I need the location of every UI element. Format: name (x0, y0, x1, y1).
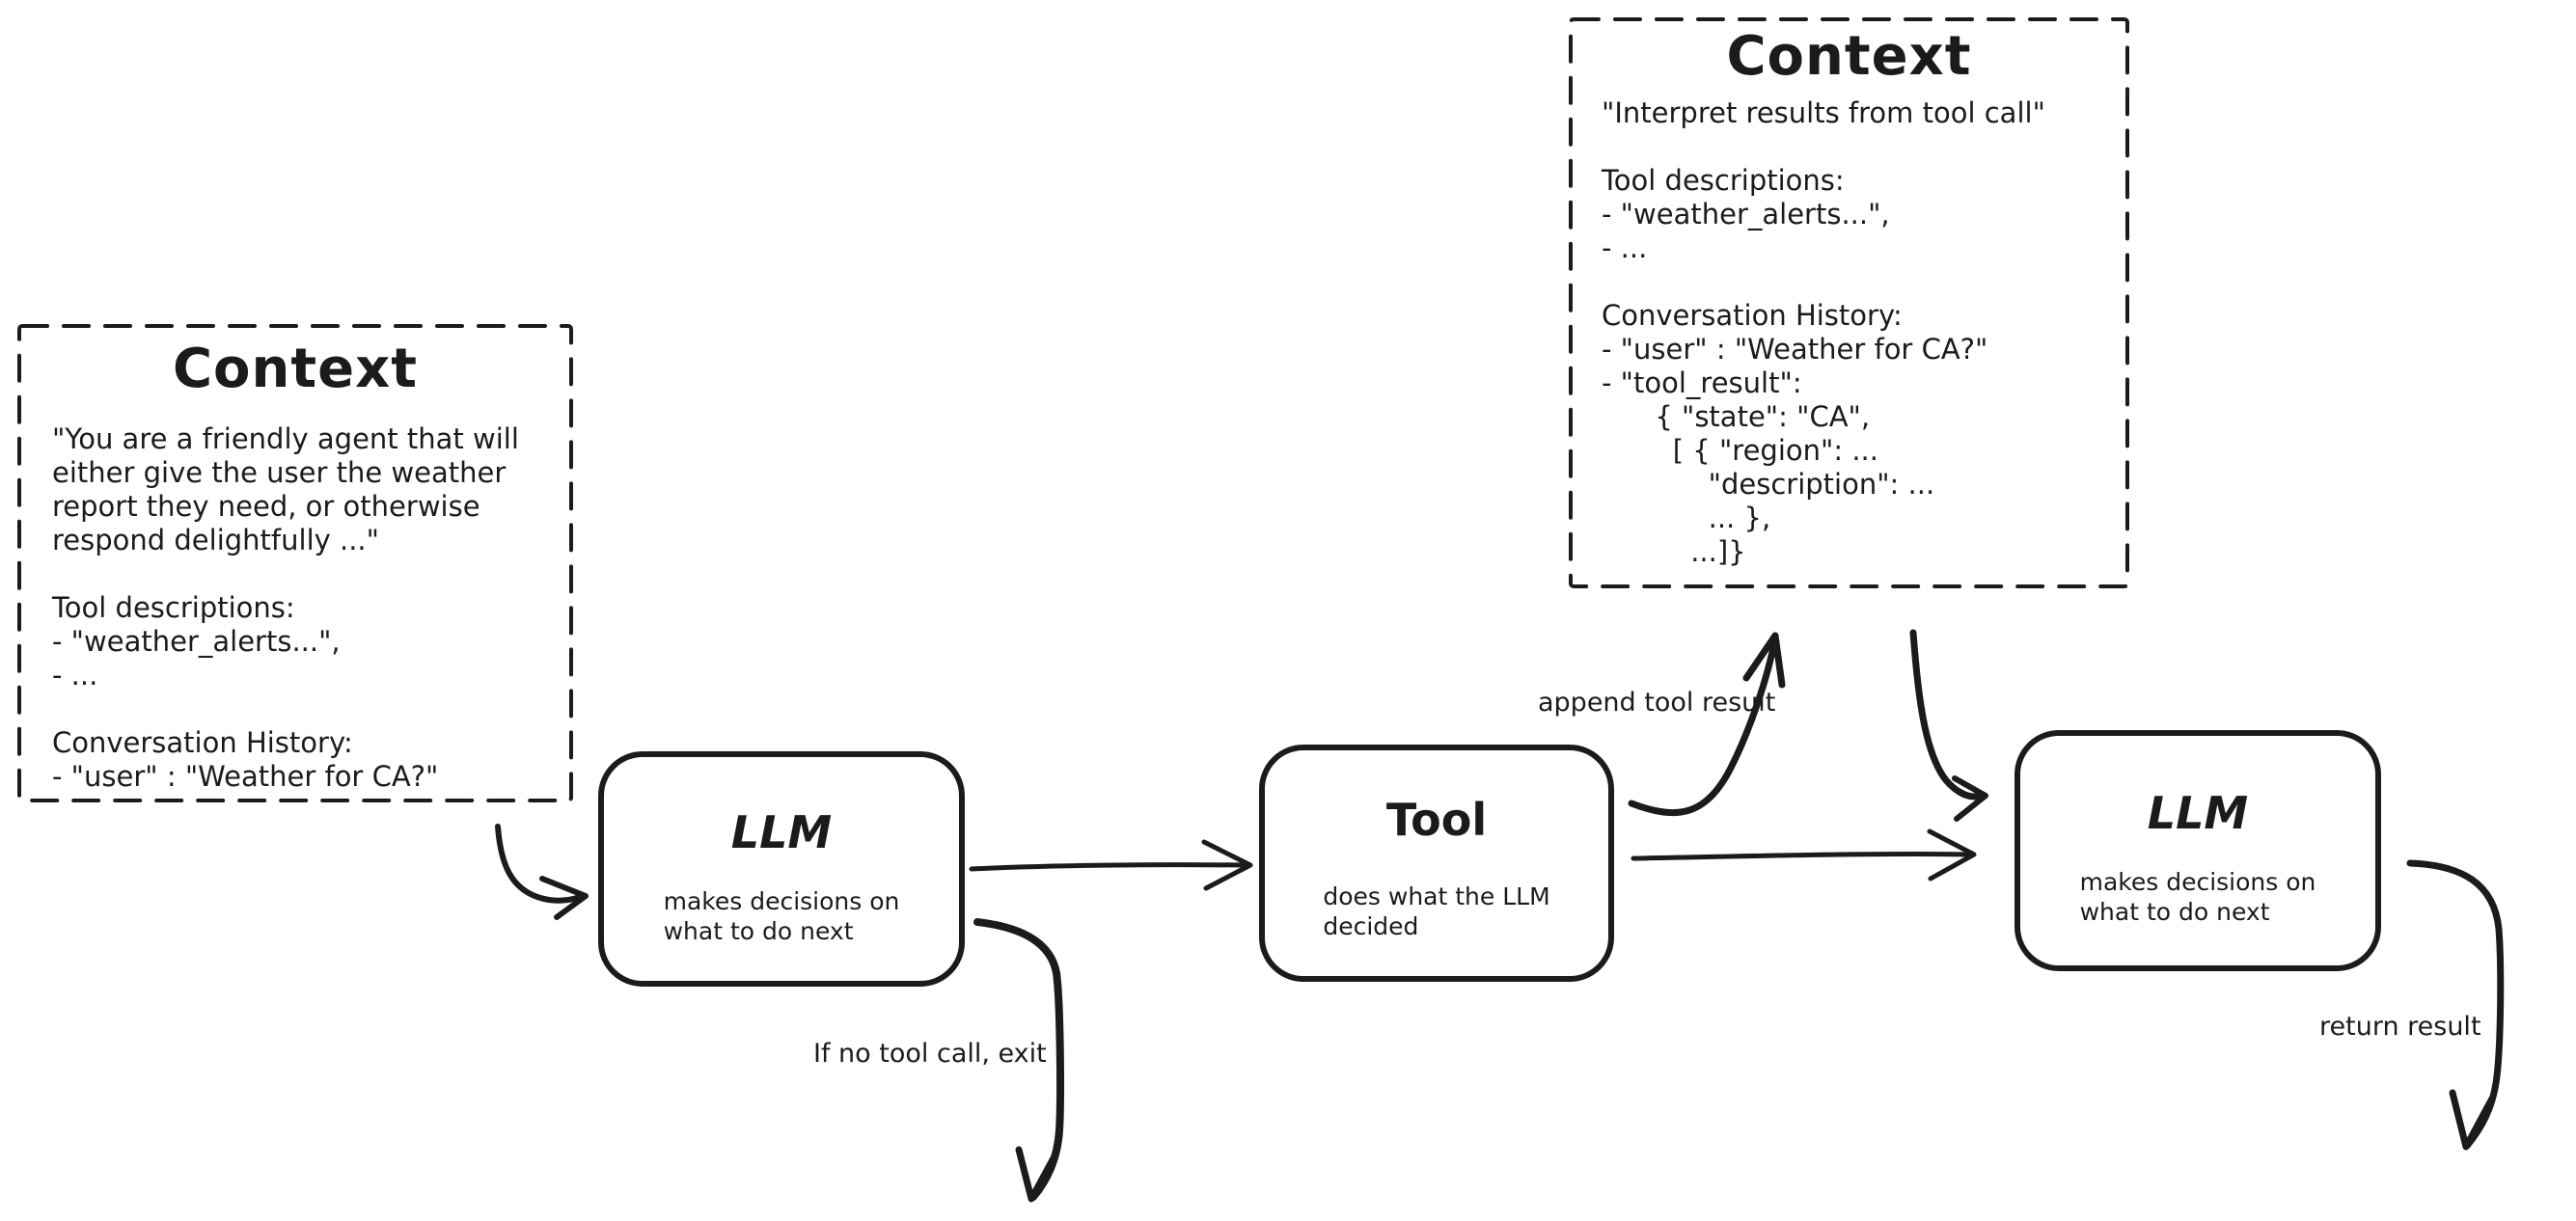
node-llm-1-desc: makes decisions on what to do next (663, 887, 900, 945)
arrow-tool-to-context-right (1628, 635, 1779, 817)
node-tool: Tool does what the LLM decided (1259, 745, 1614, 982)
context-left-body: "You are a friendly agent that will eith… (52, 422, 519, 793)
arrowhead-tool-to-llm2 (1927, 828, 1977, 882)
context-left-dashed-border (17, 324, 573, 802)
context-right-title: Context (1726, 25, 1972, 88)
arrowhead-llm1-exit (1015, 1146, 1059, 1203)
arrow-context-right-to-llm2 (1909, 629, 1985, 800)
node-tool-desc: does what the LLM decided (1323, 882, 1550, 940)
arrowhead-context-right-to-llm2 (1952, 775, 1988, 822)
arrowhead-llm1-to-tool (1201, 839, 1253, 891)
context-right-dashed-border (1569, 17, 2129, 588)
node-llm-2-desc: makes decisions on what to do next (2079, 868, 2316, 926)
edge-label-if-no-tool-call-exit: If no tool call, exit (813, 1039, 1047, 1069)
arrow-llm1-to-tool (969, 862, 1247, 872)
context-box-left: Context "You are a friendly agent that w… (19, 326, 571, 800)
context-left-title: Context (172, 338, 419, 400)
node-llm-1-title: LLM (730, 806, 833, 858)
node-tool-title: Tool (1385, 794, 1488, 846)
arrowhead-llm2-return (2449, 1089, 2496, 1151)
arrowhead-tool-to-context-right (1742, 632, 1786, 689)
context-box-right: Context "Interpret results from tool cal… (1571, 19, 2127, 586)
arrowhead-context-left-to-llm1 (539, 876, 589, 920)
arrow-context-left-to-llm1 (495, 824, 585, 904)
edge-label-append-tool-result: append tool result (1538, 688, 1776, 718)
node-llm-2-title: LLM (2147, 787, 2249, 839)
node-llm-1: LLM makes decisions on what to do next (598, 751, 965, 987)
node-llm-2: LLM makes decisions on what to do next (2014, 730, 2381, 971)
arrow-tool-to-llm2 (1631, 851, 1971, 861)
context-right-body: "Interpret results from tool call" Tool … (1602, 96, 2045, 568)
edge-label-return-result: return result (2319, 1012, 2481, 1042)
